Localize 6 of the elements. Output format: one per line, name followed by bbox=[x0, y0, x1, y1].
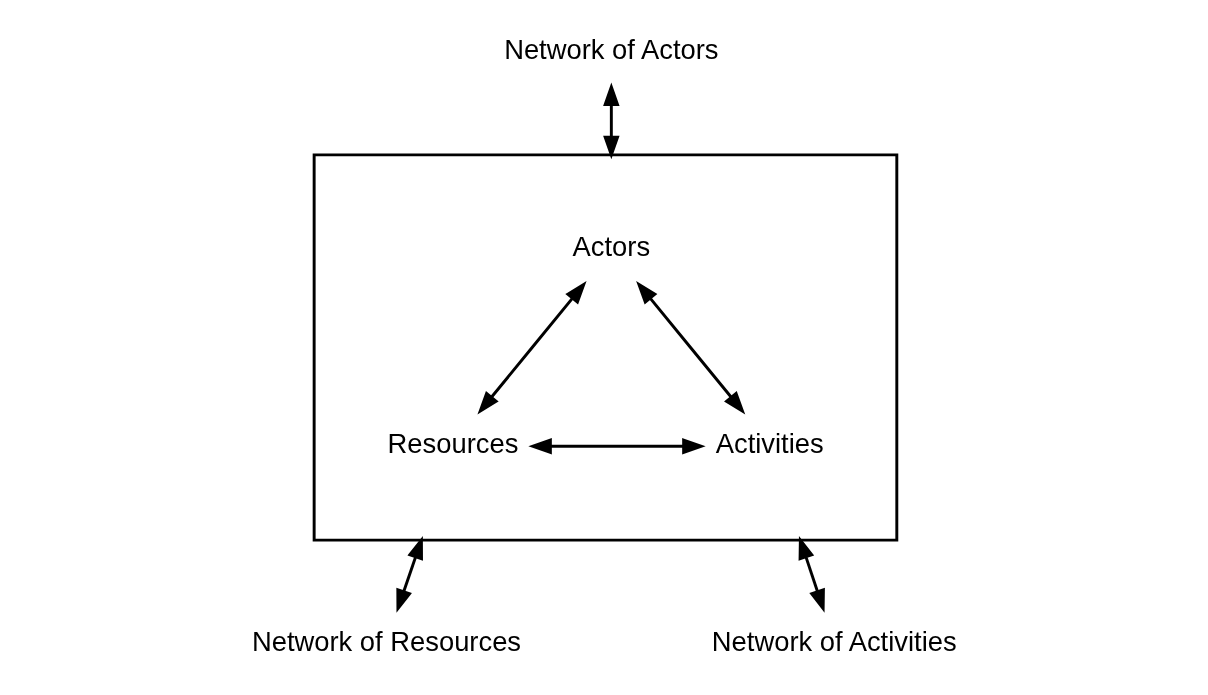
node-text: Activities bbox=[715, 428, 824, 460]
node-text: Resources bbox=[387, 428, 518, 460]
node-text: Actors bbox=[572, 230, 650, 262]
node-text: Network of Activities bbox=[711, 625, 957, 657]
node-text: Network of Resources bbox=[251, 625, 521, 657]
node-text: Network of Actors bbox=[503, 33, 719, 65]
